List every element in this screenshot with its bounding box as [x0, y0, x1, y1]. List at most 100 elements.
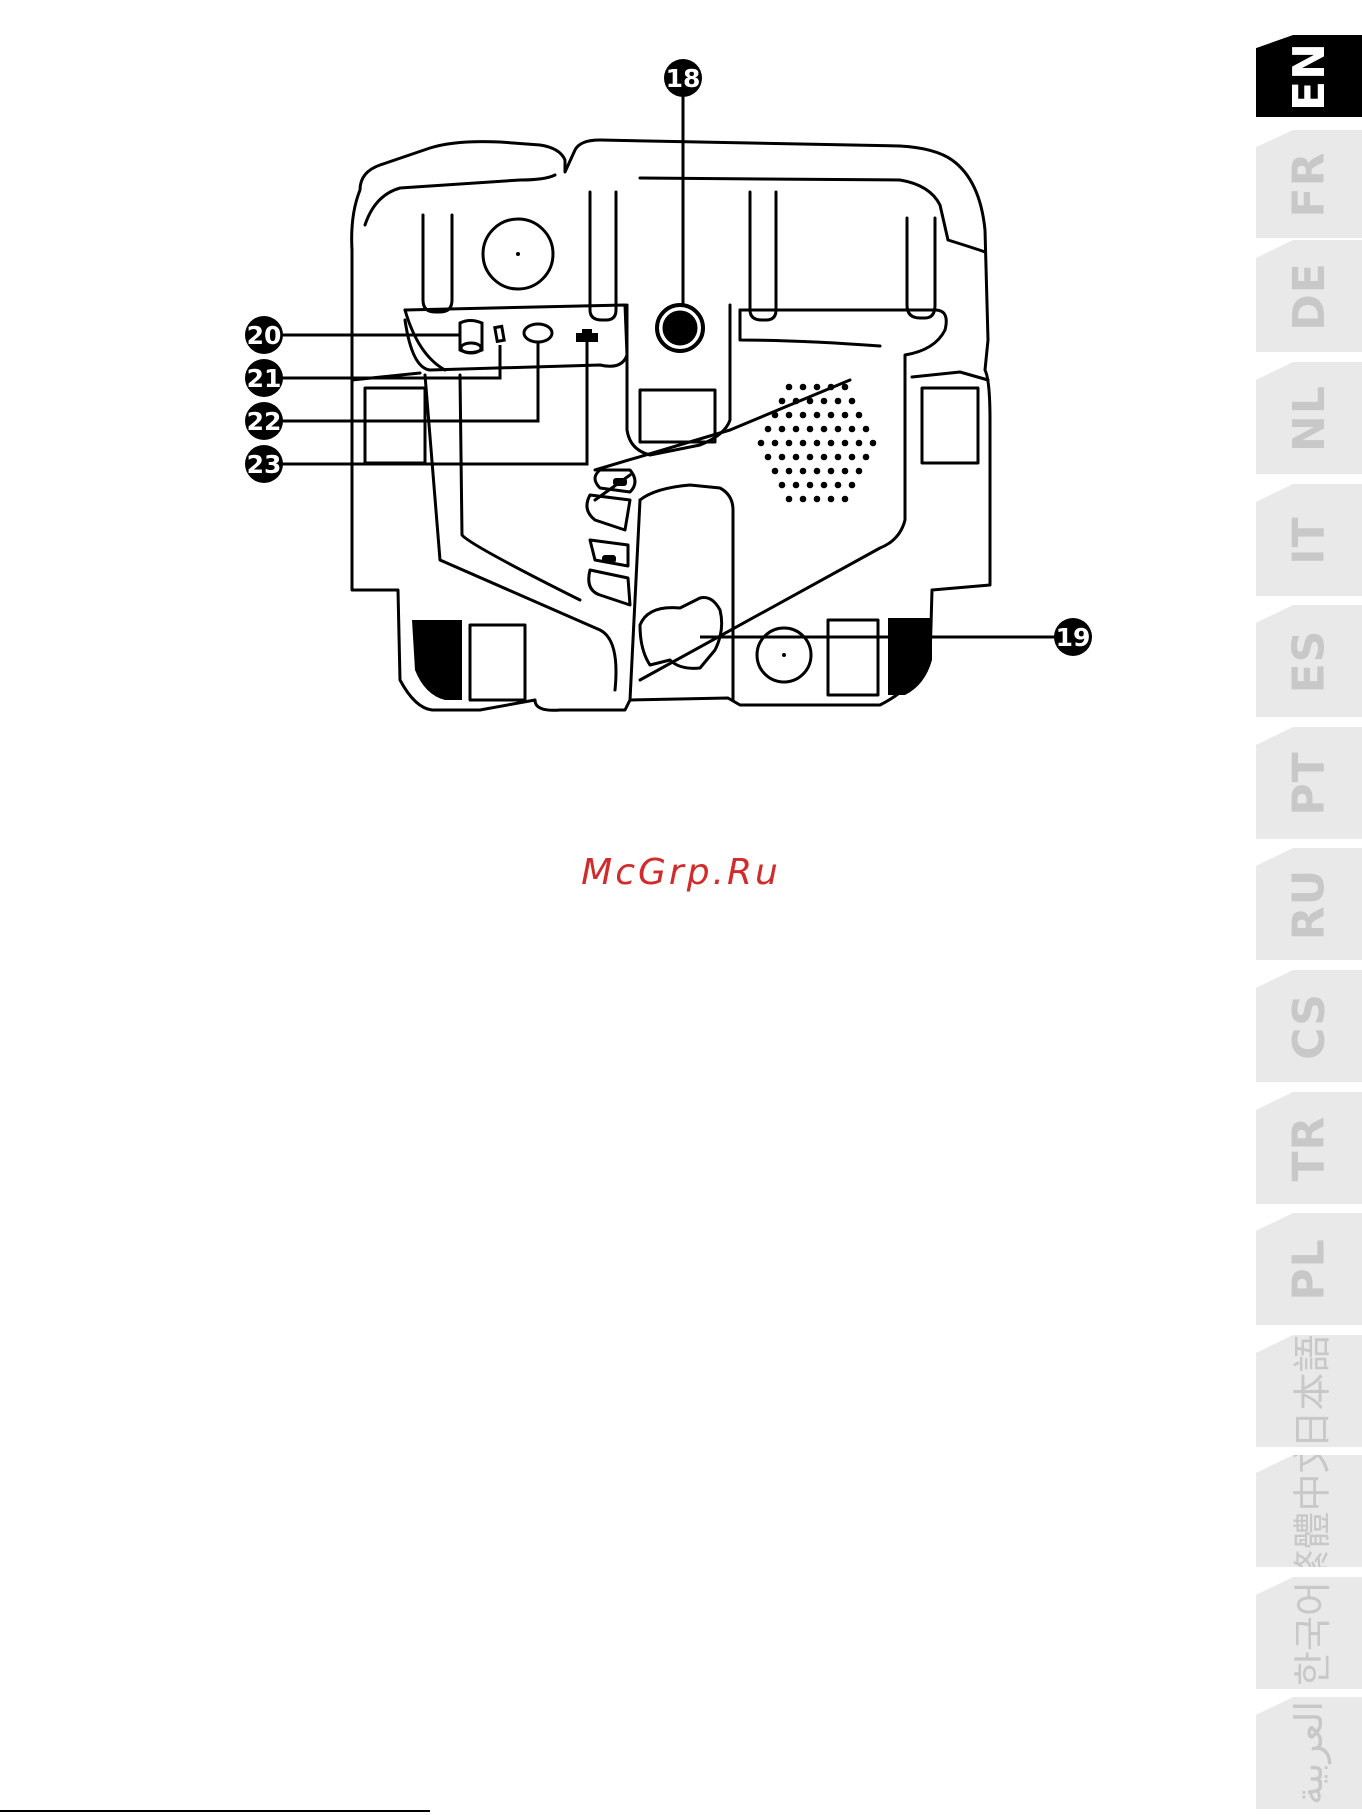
grille-dot: [863, 454, 870, 461]
grille-dot: [786, 384, 793, 391]
grille-dot: [793, 454, 800, 461]
language-tab-8[interactable]: CS: [1256, 970, 1362, 1082]
language-tab-label: 한국어: [1281, 1581, 1336, 1686]
language-tab-label: PT: [1283, 751, 1334, 815]
language-tab-label: DE: [1284, 262, 1335, 331]
language-tab-label: 日本語: [1282, 1334, 1337, 1448]
grille-dot: [870, 440, 877, 447]
callout-22-label: 22: [247, 407, 282, 436]
language-tab-0[interactable]: EN: [1256, 35, 1362, 117]
side-line-right: [912, 372, 988, 380]
port-20: [460, 321, 482, 353]
grille-dot: [828, 496, 835, 503]
language-tab-11[interactable]: 日本語: [1256, 1335, 1362, 1447]
callout-18: 18: [664, 59, 702, 97]
bottom-rule: [0, 1810, 430, 1812]
ratchet-teeth: [587, 470, 635, 605]
grille-dot: [807, 482, 814, 489]
mount-hole-center-dot: [516, 252, 520, 256]
grille-dot: [800, 468, 807, 475]
callout-22: 22: [245, 402, 283, 440]
bottom-pad-right: [828, 620, 878, 695]
grille-dot: [779, 454, 786, 461]
grille-dot: [793, 426, 800, 433]
grille-dot: [786, 440, 793, 447]
ratchet-slot-2: [602, 555, 616, 563]
language-tab-3[interactable]: NL: [1256, 362, 1362, 474]
grille-dot: [779, 426, 786, 433]
connector-panel-edge: [405, 310, 445, 370]
grille-dot: [842, 496, 849, 503]
callout-23: 23: [245, 445, 283, 483]
side-pad-right: [922, 388, 978, 463]
grille-dot: [835, 454, 842, 461]
grille-dot: [849, 454, 856, 461]
language-tab-14[interactable]: العربية: [1256, 1697, 1362, 1809]
slot-1: [423, 215, 452, 312]
grille-dot: [835, 398, 842, 405]
slot-3: [750, 192, 776, 320]
ethernet-port: [576, 329, 598, 342]
grille-dot: [835, 426, 842, 433]
grille-dot: [772, 440, 779, 447]
grille-dot: [821, 398, 828, 405]
grille-dot: [807, 454, 814, 461]
callout-20: 20: [245, 316, 283, 354]
language-tab-12[interactable]: 繁體中文: [1256, 1455, 1362, 1567]
grille-dot: [772, 468, 779, 475]
grille-dot: [849, 398, 856, 405]
grille-dot: [786, 496, 793, 503]
vent-grille: [758, 384, 877, 503]
grille-dot: [814, 412, 821, 419]
callout-18-label: 18: [666, 64, 701, 93]
grille-dot: [814, 496, 821, 503]
housing-inner-top-right: [640, 178, 985, 252]
grille-dot: [779, 482, 786, 489]
slot-2: [590, 192, 616, 320]
ratchet-slot-1: [613, 478, 627, 486]
callout-21-label: 21: [247, 364, 282, 393]
grille-dot: [842, 384, 849, 391]
housing-inner-top: [365, 175, 555, 225]
language-tabs: ENFRDENLITESPTRUCSTRPL日本語繁體中文한국어العربية: [1256, 0, 1362, 1815]
grille-dot: [828, 468, 835, 475]
grille-dot: [786, 412, 793, 419]
grille-dot: [786, 468, 793, 475]
callout-21: 21: [245, 359, 283, 397]
device-fills: [412, 329, 932, 700]
language-tab-label: TR: [1284, 1115, 1335, 1181]
language-tab-5[interactable]: ES: [1256, 605, 1362, 717]
bottom-pad-left: [470, 625, 525, 700]
watermark: McGrp.Ru: [0, 852, 1362, 893]
mount-hole-bottom-dot: [782, 653, 786, 657]
left-rib-inner: [460, 375, 580, 600]
grille-dot: [758, 440, 765, 447]
language-tab-10[interactable]: PL: [1256, 1213, 1362, 1325]
grille-dot: [856, 468, 863, 475]
grille-dot: [842, 412, 849, 419]
ports: [460, 305, 703, 353]
port-22: [524, 324, 552, 342]
leader-21: [268, 345, 500, 378]
callout-badges: 18 19 20 21 22 23: [245, 59, 1092, 656]
grille-dot: [765, 454, 772, 461]
callout-20-label: 20: [247, 321, 282, 350]
grille-dot: [807, 398, 814, 405]
center-pad: [640, 390, 715, 442]
grille-dot: [856, 440, 863, 447]
grille-dot: [800, 384, 807, 391]
language-tab-2[interactable]: DE: [1256, 240, 1362, 352]
language-tab-9[interactable]: TR: [1256, 1092, 1362, 1204]
language-tab-1[interactable]: FR: [1256, 130, 1362, 238]
language-tab-6[interactable]: PT: [1256, 727, 1362, 839]
language-tab-4[interactable]: IT: [1256, 484, 1362, 596]
grille-dot: [849, 426, 856, 433]
grille-dot: [821, 482, 828, 489]
language-tab-13[interactable]: 한국어: [1256, 1577, 1362, 1689]
grille-dot: [800, 496, 807, 503]
grille-dot: [814, 440, 821, 447]
grille-dot: [842, 440, 849, 447]
grille-dot: [856, 412, 863, 419]
callout-19-label: 19: [1056, 623, 1091, 652]
grille-dot: [772, 412, 779, 419]
